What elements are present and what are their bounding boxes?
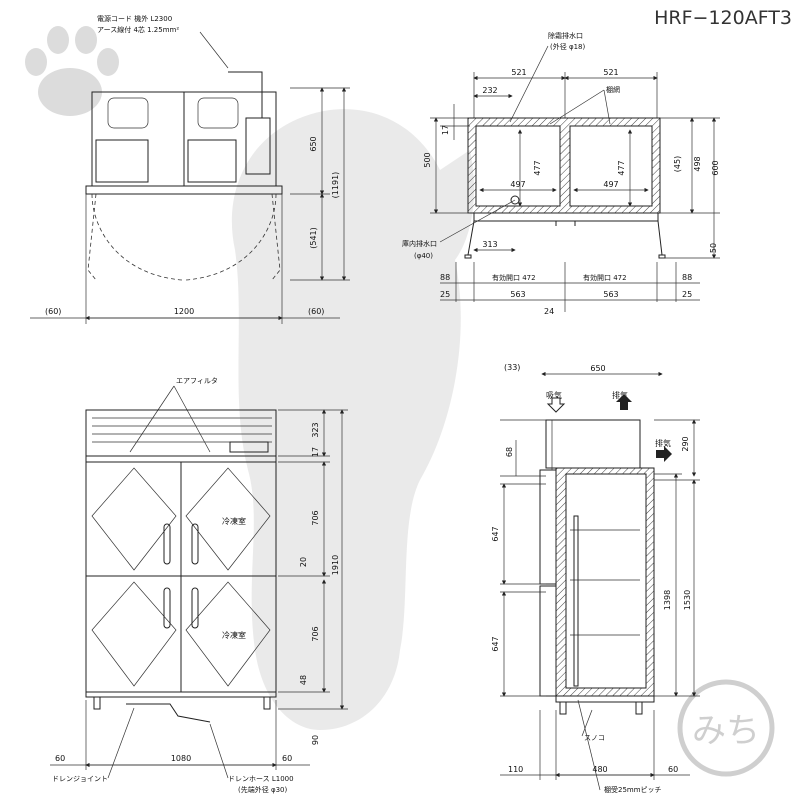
top_right-labels-defrost-label: 除霜排水口 — [548, 31, 583, 40]
bottom_left-dims-w60a-label: 60 — [55, 754, 65, 763]
bottom_left-labels-drain_joint-label: ドレンジョイント — [52, 775, 108, 783]
bottom_left-dims-w1080-label: 1080 — [171, 754, 191, 763]
top_left-dims-w60b-label: (60) — [308, 307, 324, 316]
top_left-dims-h1191-label: (1191) — [331, 172, 340, 199]
top_right-dims-open2-label: 有効開口 472 — [583, 273, 627, 282]
bottom_right-dims-w110-label: 110 — [508, 765, 523, 774]
bottom_left-labels-room2-label: 冷凍室 — [222, 630, 246, 640]
top_left-dims-h541-label: (541) — [309, 227, 318, 249]
bottom_right-dims-w480-label: 480 — [592, 765, 607, 774]
bottom_right-dims-h647a-label: 647 — [491, 526, 500, 541]
top_right-dims-h17-label: 17 — [441, 125, 450, 135]
bottom_right-labels-sunoko-label: スノコ — [584, 734, 605, 742]
top_right-dims-w24-label: 24 — [544, 307, 554, 316]
bottom_left-labels-air_filter-label: エアフィルタ — [176, 376, 218, 385]
bottom_right-labels-exhaust_top-label: 排気 — [612, 390, 628, 400]
top_right-dims-h50-label: 50 — [709, 243, 718, 253]
cat-watermark — [231, 109, 475, 730]
bottom_left-dims-h1910-label: 1910 — [331, 555, 340, 575]
shop-seal-logo: みち — [677, 679, 775, 777]
top_left-dims-h650-label: 650 — [309, 136, 318, 151]
top_right-labels-inner_drain_dia-label: (φ40) — [414, 252, 433, 260]
paw-logo — [25, 26, 119, 116]
top_right-dims-h45-label: (45) — [673, 156, 682, 172]
top_right-dims-h600-label: 600 — [711, 160, 720, 175]
top_left-dims-w60a-label: (60) — [45, 307, 61, 316]
bottom_right-dims-w650-label: 650 — [590, 364, 605, 373]
top_left-dims-w1200-label: 1200 — [174, 307, 194, 316]
bottom_left-labels-drain_hose_dia-label: (先端外径 φ30) — [238, 785, 287, 794]
bottom_left-dims-h20-label: 20 — [299, 557, 308, 567]
bottom_left-dims-w60b-label: 60 — [282, 754, 292, 763]
bottom_left-dims-h706b-label: 706 — [311, 626, 320, 641]
front-view: エアフィルタ 冷凍室 冷凍室 — [50, 376, 348, 794]
bottom_left-dims-h323-label: 323 — [311, 422, 320, 437]
bottom_left-labels-room1-label: 冷凍室 — [222, 516, 246, 526]
top_right-dims-open1-label: 有効開口 472 — [492, 273, 536, 282]
bottom_right-dims-h647b-label: 647 — [491, 636, 500, 651]
top_right-dims-w25a-label: 25 — [440, 290, 450, 299]
bottom_left-dims-h90-label: 90 — [311, 735, 320, 745]
seal-text: みち — [692, 711, 760, 751]
bottom_right-dims-w33-label: (33) — [504, 363, 520, 372]
top_right-dims-h498-label: 498 — [693, 156, 702, 171]
top-view: 電源コード 機外 L2300 アース線付 4芯 1.25mm² 650 (119… — [30, 14, 350, 324]
top_right-labels-shelf_net-label: 棚網 — [606, 85, 620, 94]
top_right-dims-w497b-label: 497 — [603, 180, 618, 189]
top_right-dims-w497a-label: 497 — [510, 180, 525, 189]
side-view: (33) 650 吸気 排気 排気 68 647 647 — [491, 363, 700, 794]
bottom_right-labels-shelf_pitch-label: 棚受25mmピッチ — [604, 785, 662, 794]
top_right-dims-w88a-label: 88 — [440, 273, 450, 282]
bottom_left-dims-h17-label: 17 — [311, 447, 320, 457]
bottom_right-labels-exhaust_side-label: 排気 — [655, 438, 671, 448]
top_right-dims-w521a-label: 521 — [511, 68, 526, 77]
cord-text-1: 電源コード 機外 L2300 — [97, 14, 172, 23]
bottom_right-dims-h1530-label: 1530 — [683, 590, 692, 610]
bottom_right-dims-h68-label: 68 — [505, 447, 514, 457]
bottom_left-dims-h706a-label: 706 — [311, 510, 320, 525]
top_right-dims-w25b-label: 25 — [682, 290, 692, 299]
top_right-dims-w313-label: 313 — [482, 240, 497, 249]
bottom_left-dims-h48-label: 48 — [299, 675, 308, 685]
bottom_right-dims-w60-label: 60 — [668, 765, 678, 774]
top_right-dims-w563b-label: 563 — [603, 290, 618, 299]
bottom_right-dims-h290-label: 290 — [681, 436, 690, 451]
top_right-dims-h500-label: 500 — [423, 152, 432, 167]
plan-view: 除霜排水口 (外径 φ18) 棚網 521 521 232 497 497 47… — [402, 31, 720, 316]
top_right-dims-h477a-label: 477 — [533, 160, 542, 175]
bottom_right-labels-intake-label: 吸気 — [546, 390, 562, 400]
bottom_right-dims-h1398-label: 1398 — [663, 590, 672, 610]
top_right-dims-w521b-label: 521 — [603, 68, 618, 77]
top_right-dims-w232-label: 232 — [482, 86, 497, 95]
cord-text-2: アース線付 4芯 1.25mm² — [97, 25, 179, 34]
top_right-dims-h477b-label: 477 — [617, 160, 626, 175]
model-number: HRF−120AFT3 — [654, 7, 792, 29]
top_right-labels-inner_drain-label: 庫内排水口 — [402, 239, 437, 248]
top_right-labels-defrost_dia-label: (外径 φ18) — [550, 42, 585, 51]
top_right-dims-w88b-label: 88 — [682, 273, 692, 282]
bottom_left-labels-drain_hose-label: ドレンホース L1000 — [228, 775, 294, 783]
top_right-dims-w563a-label: 563 — [510, 290, 525, 299]
